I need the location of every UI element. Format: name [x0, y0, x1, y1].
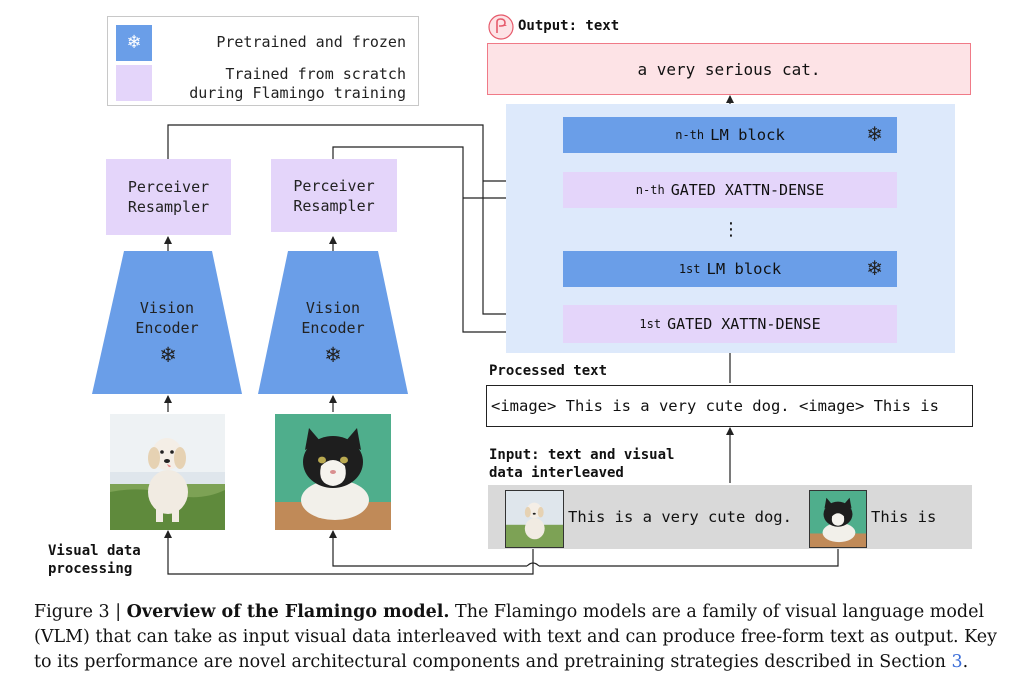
- nth-lm-block: n-th LM block ❄: [563, 117, 897, 153]
- caption-body: The Flamingo models are a family of visu…: [34, 602, 997, 672]
- right-resampler-label: Perceiver Resampler: [293, 176, 375, 215]
- snowflake-icon: ❄: [866, 122, 883, 146]
- section-reference-link[interactable]: 3: [951, 652, 963, 672]
- legend-scratch-label: Trained from scratch during Flamingo tra…: [189, 65, 406, 102]
- stack-ellipsis: ⋮: [722, 219, 740, 240]
- figure-caption: Figure 3 | Overview of the Flamingo mode…: [34, 600, 999, 675]
- input-text-2: This is: [871, 508, 937, 526]
- caption-end: .: [962, 652, 969, 672]
- snowflake-icon: ❄: [866, 256, 883, 280]
- nth-lm-prefix: n-th: [675, 128, 705, 142]
- output-text: a very serious cat.: [637, 59, 821, 79]
- first-lm-label: LM block: [706, 260, 782, 278]
- nth-xattn-label: GATED XATTN-DENSE: [670, 181, 825, 199]
- dog-photo: [110, 414, 225, 530]
- caption-title: Overview of the Flamingo model.: [126, 602, 450, 622]
- right-encoder-shape: [258, 251, 408, 394]
- nth-xattn-prefix: n-th: [635, 183, 665, 197]
- input-text-1: This is a very cute dog.: [568, 508, 792, 526]
- snowflake-icon: ❄: [126, 32, 142, 53]
- snowflake-icon: ❄: [324, 343, 342, 367]
- legend-frozen-label: Pretrained and frozen: [216, 33, 406, 51]
- caption-prefix: Figure 3 |: [34, 602, 127, 622]
- left-vision-encoder: Vision Encoder: [92, 296, 242, 340]
- nth-gated-xattn-block: n-th GATED XATTN-DENSE: [563, 172, 897, 208]
- legend-scratch-swatch: [116, 65, 152, 101]
- output-box: a very serious cat.: [487, 43, 971, 95]
- first-gated-xattn-block: 1st GATED XATTN-DENSE: [563, 305, 897, 343]
- legend-frozen-swatch: ❄: [116, 25, 152, 61]
- legend: ❄ Pretrained and frozen Trained from scr…: [107, 16, 419, 106]
- first-xattn-prefix: 1st: [639, 317, 662, 331]
- left-encoder-shape: [92, 251, 242, 394]
- first-lm-block: 1st LM block ❄: [563, 251, 897, 287]
- input-cat-thumbnail: [809, 490, 867, 548]
- snowflake-icon: ❄: [159, 343, 177, 367]
- right-encoder-label: Vision Encoder: [301, 299, 365, 337]
- flamingo-logo-icon: [488, 14, 514, 40]
- input-header: Input: text and visual data interleaved: [489, 447, 675, 481]
- right-vision-encoder: Vision Encoder: [258, 296, 408, 340]
- input-dog-thumbnail: [505, 490, 564, 548]
- processed-text-box: <image> This is a very cute dog. <image>…: [486, 385, 973, 427]
- right-perceiver-resampler: Perceiver Resampler: [271, 159, 397, 232]
- left-perceiver-resampler: Perceiver Resampler: [106, 159, 231, 235]
- nth-lm-label: LM block: [710, 126, 785, 144]
- visual-processing-label: Visual data processing: [48, 543, 141, 577]
- left-resampler-label: Perceiver Resampler: [127, 178, 210, 216]
- output-header: Output: text: [518, 18, 620, 34]
- first-xattn-label: GATED XATTN-DENSE: [667, 315, 821, 333]
- input-sequence-box: [488, 485, 972, 549]
- processed-text-header: Processed text: [489, 363, 608, 379]
- cat-photo: [275, 414, 391, 530]
- processed-text: <image> This is a very cute dog. <image>…: [491, 397, 939, 415]
- left-encoder-label: Vision Encoder: [135, 299, 199, 337]
- first-lm-prefix: 1st: [678, 262, 701, 276]
